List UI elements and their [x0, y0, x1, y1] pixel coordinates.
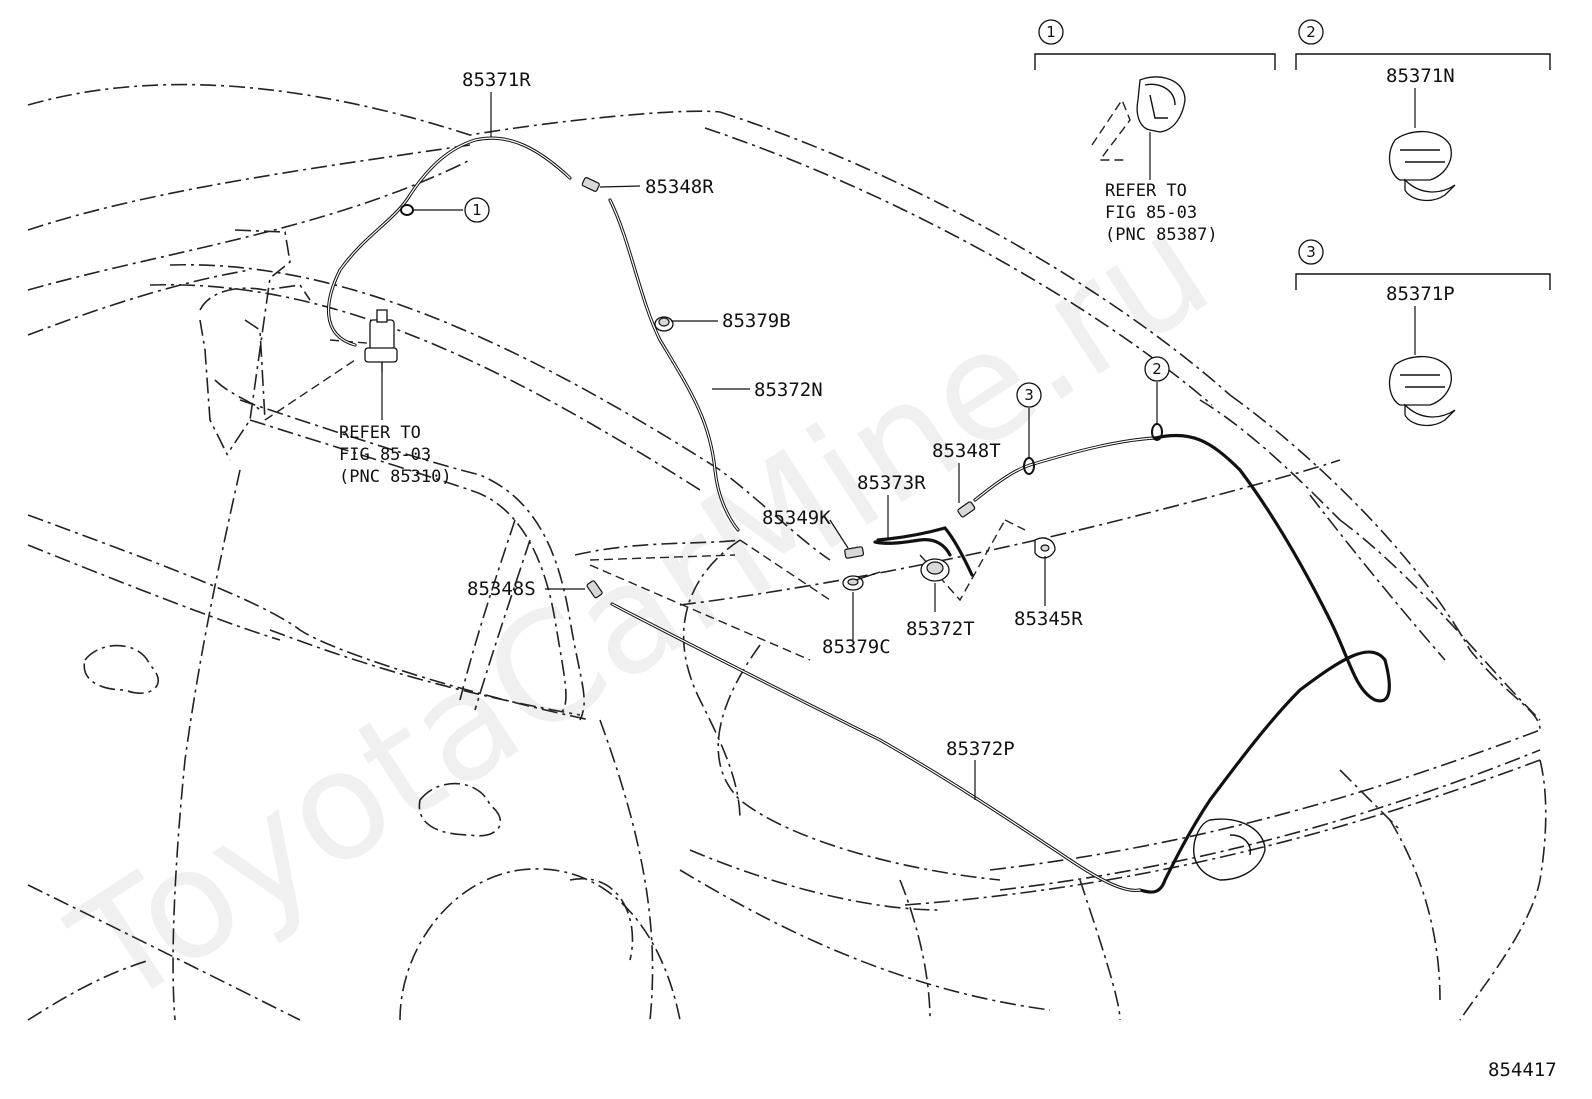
label-85379B: 85379B — [722, 310, 791, 332]
svg-text:FIG 85-03: FIG 85-03 — [339, 445, 431, 465]
svg-text:(PNC 85387): (PNC 85387) — [1105, 225, 1218, 245]
label-85371N: 85371N — [1386, 65, 1455, 87]
svg-text:3: 3 — [1024, 386, 1034, 404]
svg-text:1: 1 — [472, 201, 482, 219]
callout-3-on-hose: 3 — [1016, 382, 1042, 408]
label-85379C: 85379C — [822, 636, 891, 658]
label-85348S: 85348S — [467, 578, 536, 600]
label-85348T: 85348T — [932, 440, 1001, 462]
callout-2-on-hose: 2 — [1144, 356, 1170, 382]
part-labels: 85371R 85348R 85379B 85372N 85348T 85373… — [462, 69, 1083, 760]
label-85372T: 85372T — [906, 618, 975, 640]
svg-text:2: 2 — [1306, 23, 1316, 41]
label-85349K: 85349K — [762, 507, 831, 529]
leader-lines — [381, 92, 1158, 800]
detail-1-callout: 1 — [1038, 19, 1064, 45]
clip-85379C — [842, 571, 881, 591]
svg-text:1: 1 — [1046, 23, 1056, 41]
grommet-85372T — [920, 558, 950, 582]
figure-number: 854417 — [1488, 1059, 1557, 1081]
label-85371R: 85371R — [462, 69, 531, 91]
grommet-85379B — [654, 316, 674, 332]
check-valve-85349K — [844, 546, 865, 559]
svg-text:3: 3 — [1306, 243, 1316, 261]
hose-joint-85348S — [586, 580, 603, 599]
detail-3-callout: 3 — [1298, 239, 1324, 265]
svg-text:REFER TO: REFER TO — [339, 423, 421, 443]
hose-clamp-1 — [400, 204, 414, 216]
svg-text:FIG 85-03: FIG 85-03 — [1105, 203, 1197, 223]
label-85345R: 85345R — [1014, 608, 1083, 630]
washer-pump — [364, 309, 398, 372]
label-85348R: 85348R — [645, 176, 714, 198]
hose-joint-85348T — [957, 501, 976, 518]
svg-text:(PNC 85310): (PNC 85310) — [339, 467, 452, 487]
label-85372N: 85372N — [754, 379, 823, 401]
label-85371P: 85371P — [1386, 283, 1455, 305]
svg-text:2: 2 — [1152, 360, 1162, 378]
hose-joint-85348R — [581, 177, 600, 192]
callout-1-on-hose: 1 — [464, 197, 490, 223]
detail-3-clamp-85371P: 3 85371P — [1295, 239, 1551, 427]
bracket-85345R — [1034, 537, 1056, 559]
detail-2-callout: 2 — [1298, 19, 1324, 45]
detail-2-clamp-85371N: 2 85371N — [1295, 19, 1551, 202]
car-body-outline — [27, 83, 1547, 1021]
detail-1-nozzle: 1 REFER TO FIG 85-03 (PNC 85387) — [1034, 19, 1276, 245]
washer-hoses — [326, 136, 1391, 894]
label-85373R: 85373R — [857, 472, 926, 494]
pump-reference-note: REFER TO FIG 85-03 (PNC 85310) — [339, 423, 452, 487]
label-85372P: 85372P — [946, 738, 1015, 760]
svg-text:REFER TO: REFER TO — [1105, 181, 1187, 201]
